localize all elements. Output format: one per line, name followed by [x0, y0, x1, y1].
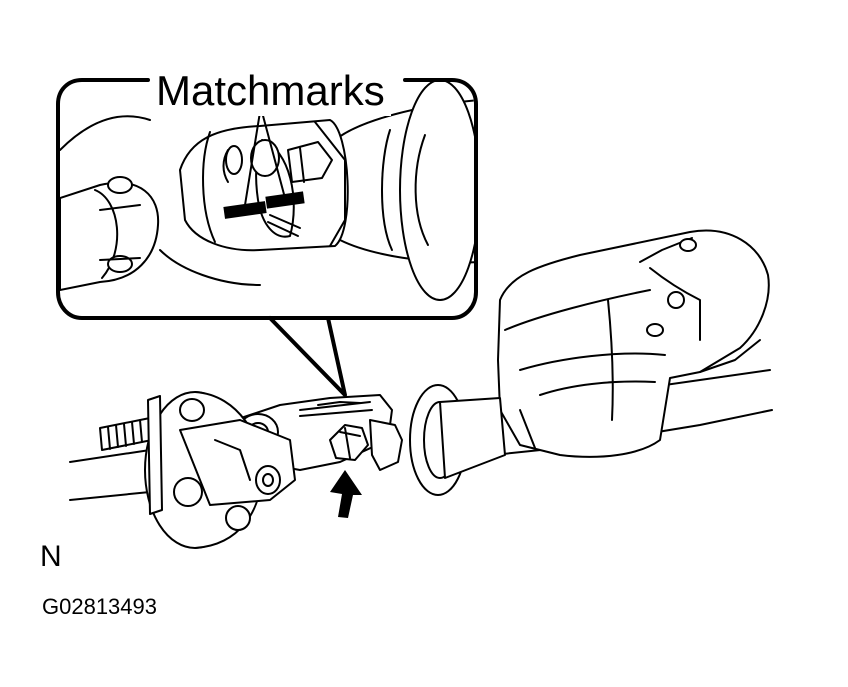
figure-code: G02813493	[42, 594, 157, 619]
bolt-pointer-arrow	[330, 470, 362, 518]
flexible-coupling	[144, 391, 296, 549]
callout-pointer	[268, 316, 347, 397]
callout-inset	[56, 78, 478, 320]
view-direction-label: N	[40, 540, 62, 573]
pinch-bolt	[329, 424, 369, 461]
splined-shaft-end	[99, 395, 163, 515]
dust-seal	[409, 384, 506, 496]
matchmarks-label: Matchmarks	[150, 66, 391, 116]
steering-column-housing	[497, 229, 770, 458]
